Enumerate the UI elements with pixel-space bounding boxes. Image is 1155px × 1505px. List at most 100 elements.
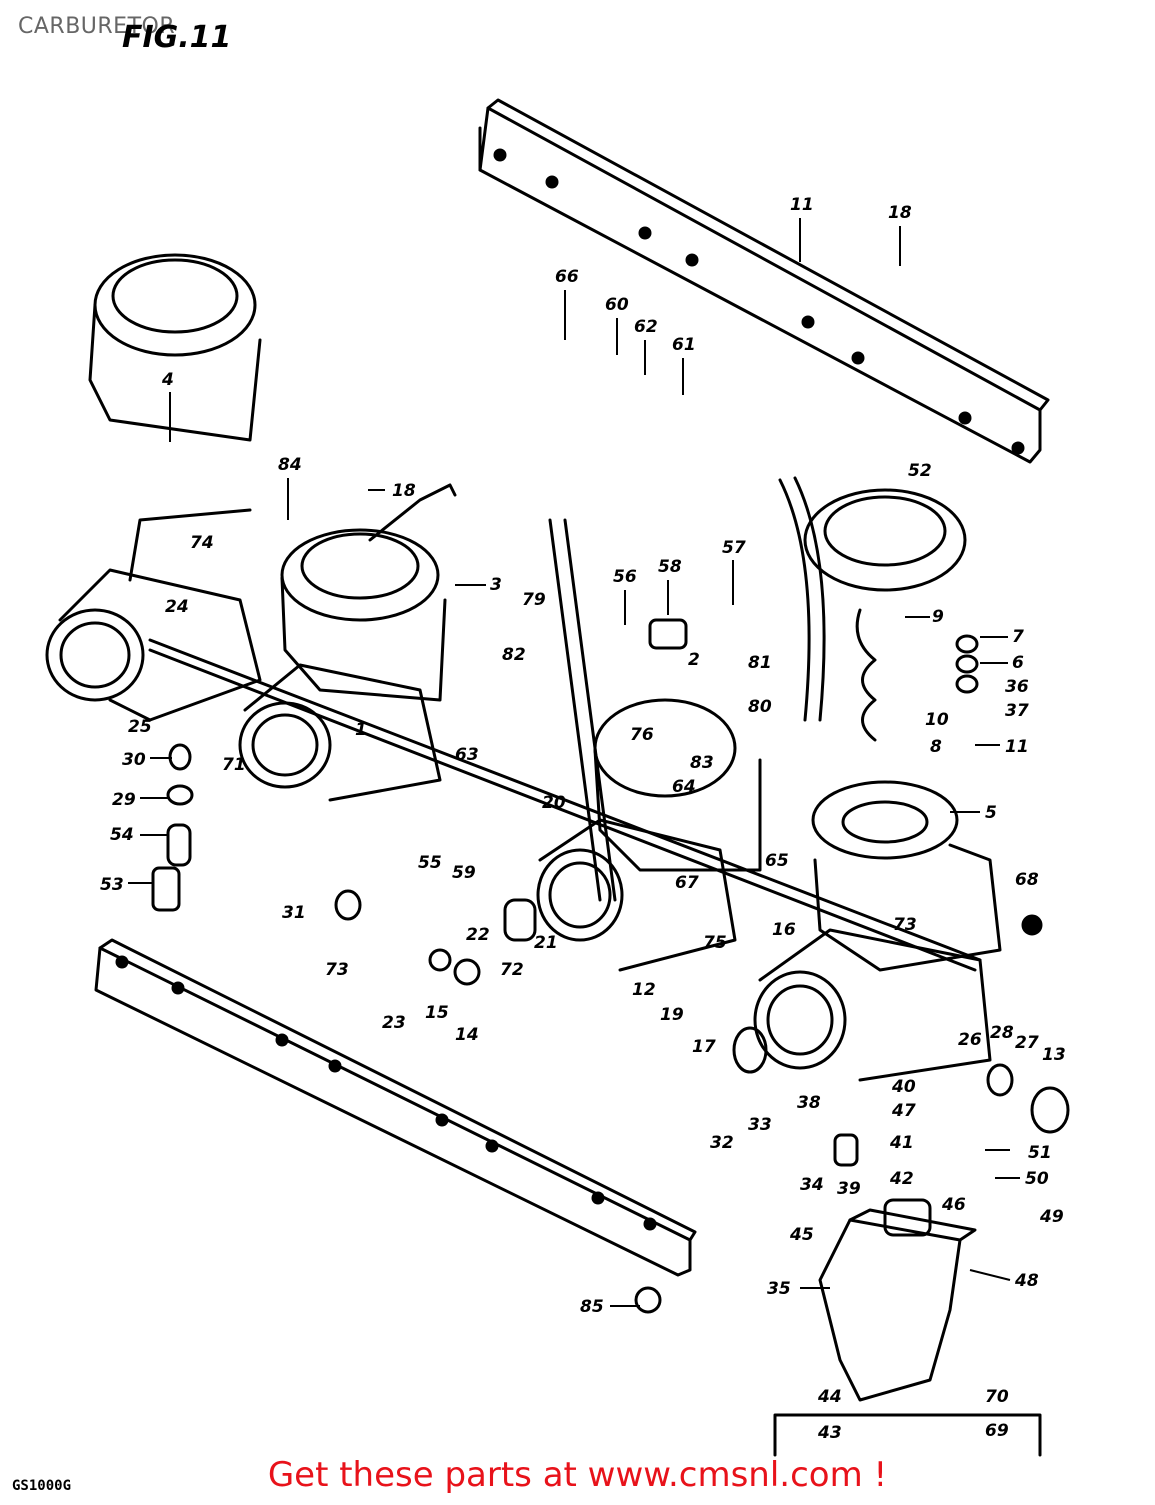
part-number: 30	[122, 750, 146, 770]
part-number: 24	[165, 597, 189, 617]
part-number: 64	[672, 777, 696, 797]
part-number: 38	[797, 1093, 821, 1113]
part-number: 17	[692, 1037, 716, 1057]
part-number: 72	[500, 960, 524, 980]
figure-label: FIG.11	[122, 20, 232, 55]
part-number: 74	[190, 533, 214, 553]
part-number: 19	[660, 1005, 684, 1025]
part-number: 16	[772, 920, 796, 940]
footer-model-code: GS1000G	[12, 1478, 72, 1494]
part-number: 15	[425, 1003, 449, 1023]
part-number: 50	[1025, 1169, 1049, 1189]
part-number: 76	[630, 725, 654, 745]
part-number: 59	[452, 863, 476, 883]
part-number: 51	[1028, 1143, 1052, 1163]
part-number: 28	[990, 1023, 1014, 1043]
part-number: 18	[888, 203, 912, 223]
part-number: 14	[455, 1025, 479, 1045]
part-number: 58	[658, 557, 682, 577]
part-number: 49	[1039, 1207, 1064, 1227]
part-number: 54	[110, 825, 134, 845]
carburetor-body-1	[45, 253, 262, 722]
page-caption: CARBURETOR	[18, 14, 176, 39]
part-number: 11	[1005, 737, 1029, 757]
part-number: 69	[985, 1421, 1009, 1441]
part-number: 81	[748, 653, 772, 673]
part-number: 82	[502, 645, 526, 665]
part-number: 40	[891, 1077, 916, 1097]
part-number: 25	[128, 717, 152, 737]
part-number: 37	[1005, 701, 1029, 721]
part-number: 73	[325, 960, 349, 980]
carburetor-body-3	[536, 698, 762, 972]
part-number: 20	[542, 793, 566, 813]
part-number: 34	[800, 1175, 824, 1195]
small-parts	[151, 618, 1070, 1314]
part-number: 52	[908, 461, 932, 481]
top-bracket	[478, 98, 1050, 464]
part-number: 12	[632, 980, 656, 1000]
part-number: 2	[688, 650, 700, 670]
part-number: 80	[748, 697, 772, 717]
part-number: 22	[466, 925, 490, 945]
part-number: 43	[817, 1423, 842, 1443]
part-number: 10	[925, 710, 949, 730]
part-number: 8	[930, 737, 942, 757]
part-number: 73	[893, 915, 917, 935]
part-number: 83	[690, 753, 714, 773]
part-number: 31	[282, 903, 306, 923]
part-number: 33	[748, 1115, 772, 1135]
part-number: 13	[1042, 1045, 1066, 1065]
part-number: 6	[1012, 653, 1024, 673]
part-number: 65	[765, 851, 789, 871]
part-number: 55	[418, 853, 442, 873]
bottom-bracket	[94, 938, 697, 1277]
part-number: 4	[161, 370, 174, 390]
part-number: 3	[490, 575, 502, 595]
part-number: 46	[941, 1195, 966, 1215]
part-number: 62	[634, 317, 658, 337]
part-number: 75	[703, 933, 727, 953]
part-number: 57	[722, 538, 746, 558]
part-number: 45	[789, 1225, 814, 1245]
part-number: 47	[891, 1101, 916, 1121]
leader-lines	[128, 218, 1020, 1307]
part-number: 79	[522, 590, 546, 610]
part-number: 32	[710, 1133, 734, 1153]
part-number: 9	[932, 607, 944, 627]
part-number: 1	[355, 720, 367, 740]
part-number: 53	[100, 875, 124, 895]
part-number: 70	[985, 1387, 1009, 1407]
part-number: 29	[112, 790, 136, 810]
part-number: 23	[382, 1013, 406, 1033]
part-number: 67	[675, 873, 699, 893]
part-number: 60	[605, 295, 629, 315]
carburetor-body-2	[238, 483, 457, 802]
footer-link[interactable]: Get these parts at www.cmsnl.com !	[267, 1455, 888, 1495]
part-number: 48	[1014, 1271, 1039, 1291]
part-number: 27	[1015, 1033, 1039, 1053]
part-number: 7	[1012, 627, 1024, 647]
part-number: 11	[790, 195, 814, 215]
part-number: 61	[672, 335, 696, 355]
part-number: 66	[555, 267, 579, 287]
part-number: 44	[817, 1387, 842, 1407]
part-number: 36	[1005, 677, 1029, 697]
part-number: 39	[837, 1179, 861, 1199]
part-number: 26	[958, 1030, 982, 1050]
part-number: 21	[534, 933, 558, 953]
part-number: 42	[889, 1169, 914, 1189]
part-number: 41	[889, 1133, 914, 1153]
part-number: 71	[222, 755, 246, 775]
linkage-shaft	[148, 476, 982, 972]
part-number: 56	[613, 567, 637, 587]
part-number: 85	[580, 1297, 604, 1317]
part-number: 35	[767, 1279, 791, 1299]
part-number: 18	[392, 481, 416, 501]
part-number: 63	[455, 745, 479, 765]
part-number: 5	[985, 803, 997, 823]
carburetor-body-4	[753, 488, 1002, 1082]
float-bowl	[773, 1208, 1042, 1457]
